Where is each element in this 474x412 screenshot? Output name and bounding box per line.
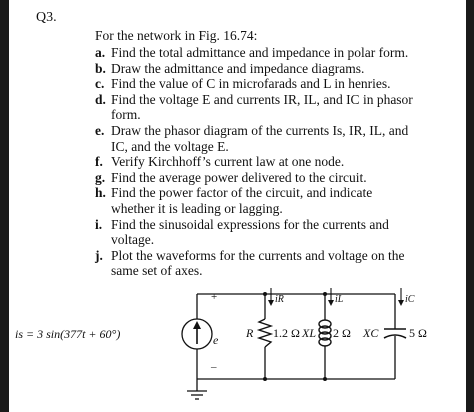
ground-icon xyxy=(187,390,207,400)
item-line: voltage. xyxy=(111,232,155,248)
item-text: Find the sinusoidal expressions for the … xyxy=(111,217,420,248)
capacitor-label: XC xyxy=(362,326,379,340)
circuit-diagram: is = 3 sin(377t + 60°) e + – iR iL iC R … xyxy=(15,288,427,400)
question-item-c: c. Find the value of C in microfarads an… xyxy=(95,76,420,92)
question-item-b: b. Draw the admittance and impedance dia… xyxy=(95,61,420,77)
current-source xyxy=(181,318,213,350)
il-arrow-head xyxy=(328,300,334,306)
plus-sign: + xyxy=(211,291,217,303)
resistor-value: 1.2 Ω xyxy=(273,326,300,340)
item-line: Verify Kirchhoff’s current law at one no… xyxy=(111,154,345,170)
inductor-icon xyxy=(318,319,332,347)
question-item-g: g. Find the average power delivered to t… xyxy=(95,170,420,186)
question-item-i: i. Find the sinusoidal expressions for t… xyxy=(95,217,420,248)
question-item-d: d. Find the voltage E and currents IR, I… xyxy=(95,92,420,123)
current-arrows xyxy=(268,288,404,306)
question-item-e: e. Draw the phasor diagram of the curren… xyxy=(95,123,420,154)
item-key: e. xyxy=(95,122,105,138)
voltage-label: e xyxy=(213,333,219,347)
source-arrow-head xyxy=(193,321,201,329)
item-key: j. xyxy=(95,247,103,263)
resistor-label: R xyxy=(245,326,254,340)
item-line: Draw the admittance and impedance diagra… xyxy=(111,60,365,76)
left-frame-edge xyxy=(0,0,9,412)
item-line: form. xyxy=(111,107,141,123)
resistor-icon xyxy=(256,318,274,348)
item-line: Find the voltage E and currents IR, IL, … xyxy=(111,91,413,107)
item-line: Plot the waveforms for the currents and … xyxy=(111,247,405,263)
il-label: iL xyxy=(335,294,344,305)
circuit-wires xyxy=(196,293,396,391)
item-key: h. xyxy=(95,185,106,201)
item-text: Draw the admittance and impedance diagra… xyxy=(111,61,420,77)
capacitor-icon xyxy=(383,328,407,339)
item-text: Find the power factor of the circuit, an… xyxy=(111,185,420,216)
ir-label: iR xyxy=(275,294,284,305)
item-text: Find the value of C in microfarads and L… xyxy=(111,76,420,92)
item-line: Find the value of C in microfarads and L… xyxy=(111,76,391,92)
item-text: Find the total admittance and impedance … xyxy=(111,45,420,61)
item-text: Find the average power delivered to the … xyxy=(111,170,420,186)
item-line: Find the power factor of the circuit, an… xyxy=(111,185,373,201)
item-key: d. xyxy=(95,91,106,107)
capacitor-value: 5 Ω xyxy=(409,326,427,340)
item-line: Find the sinusoidal expressions for the … xyxy=(111,216,389,232)
minus-sign: – xyxy=(210,361,217,373)
item-text: Draw the phasor diagram of the currents … xyxy=(111,123,420,154)
item-key: g. xyxy=(95,169,106,185)
node-dot xyxy=(323,377,327,381)
ic-label: iC xyxy=(405,294,415,305)
question-number: Q3. xyxy=(36,10,57,25)
node-dot xyxy=(323,292,327,296)
item-key: b. xyxy=(95,60,106,76)
source-expression: is = 3 sin(377t + 60°) xyxy=(15,327,120,341)
node-dot xyxy=(263,377,267,381)
question-list: a. Find the total admittance and impedan… xyxy=(95,45,420,279)
question-item-h: h. Find the power factor of the circuit,… xyxy=(95,185,420,216)
item-line: Draw the phasor diagram of the currents … xyxy=(111,122,409,138)
node-dot xyxy=(263,292,267,296)
item-line: same set of axes. xyxy=(111,263,203,279)
question-item-j: j. Plot the waveforms for the currents a… xyxy=(95,248,420,279)
ic-arrow-head xyxy=(398,300,404,306)
item-line: IC, and the voltage E. xyxy=(111,138,229,154)
inductor-label: XL xyxy=(301,326,316,340)
item-text: Verify Kirchhoff’s current law at one no… xyxy=(111,154,420,170)
problem-intro: For the network in Fig. 16.74: xyxy=(95,28,258,43)
item-text: Find the voltage E and currents IR, IL, … xyxy=(111,92,420,123)
item-line: Find the total admittance and impedance … xyxy=(111,45,409,60)
ir-arrow-head xyxy=(268,300,274,306)
item-key: c. xyxy=(95,76,105,92)
item-key: f. xyxy=(95,154,103,170)
item-line: whether it is leading or lagging. xyxy=(111,200,283,216)
item-key: i. xyxy=(95,216,103,232)
inductor-value: 2 Ω xyxy=(333,326,351,340)
item-text: Plot the waveforms for the currents and … xyxy=(111,248,420,279)
question-item-a: a. Find the total admittance and impedan… xyxy=(95,45,420,61)
item-key: a. xyxy=(95,45,106,60)
right-frame-edge xyxy=(466,0,474,412)
question-item-f: f. Verify Kirchhoff’s current law at one… xyxy=(95,154,420,170)
item-line: Find the average power delivered to the … xyxy=(111,169,367,185)
